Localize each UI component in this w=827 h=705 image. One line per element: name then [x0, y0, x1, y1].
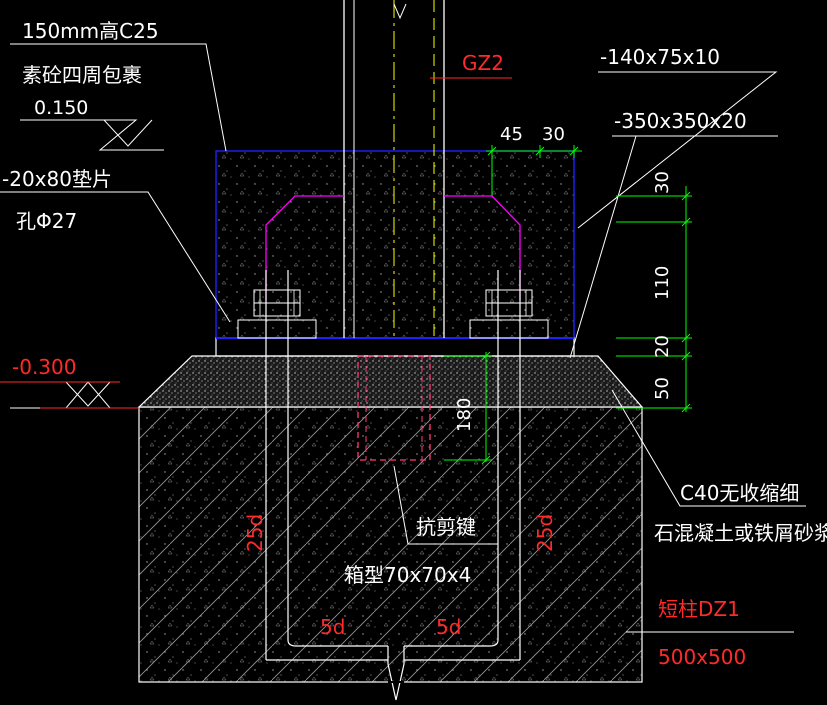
dim-45: 45: [500, 124, 523, 145]
steel-column: [343, 0, 445, 340]
dim-v50: 50: [652, 377, 673, 400]
concrete-pier: [138, 406, 643, 683]
dim-v110: 110: [652, 266, 673, 300]
concrete-encasement: [215, 150, 575, 339]
anchor-len-right-label: 25d: [533, 514, 557, 552]
pier-label-1: 短柱DZ1: [658, 597, 740, 621]
elevation-low: -0.300: [12, 355, 76, 379]
dim-v30: 30: [652, 171, 673, 194]
anchor-bolt-left: [237, 270, 388, 661]
hook-left-label: 5d: [320, 615, 345, 639]
dim-v20: 20: [652, 335, 673, 358]
elev-marker-low: [65, 381, 111, 407]
hook-right-label: 5d: [436, 615, 461, 639]
grout-label-1: C40无收缩细: [680, 481, 799, 505]
elev-marker-top: [103, 119, 153, 147]
pier-label-2: 500x500: [658, 645, 746, 669]
stiffener-plates: [265, 195, 521, 300]
shear-key-label: 抗剪键: [416, 515, 476, 539]
stiffener-label: -140x75x10: [600, 45, 720, 69]
encase-label-2: 素砼四周包裹: [22, 63, 142, 87]
elevation-top: 0.150: [34, 97, 88, 119]
anchor-bolt-right: [404, 270, 549, 661]
encase-label-1: 150mm高C25: [22, 19, 159, 43]
grout-label-2: 石混凝土或铁屑砂浆: [654, 521, 827, 545]
dim-v180: 180: [454, 398, 475, 432]
shim-label-2: 孔Φ27: [16, 209, 77, 233]
dimension-lines: [444, 145, 692, 465]
shim-label-1: -20x80垫片: [2, 167, 112, 191]
base-plate-label: -350x350x20: [614, 109, 747, 133]
grout-layer: [137, 355, 644, 408]
box-section-label: 箱型70x70x4: [344, 563, 471, 587]
break-line: [387, 646, 405, 701]
dim-30-top: 30: [542, 124, 565, 145]
anchor-len-left-label: 25d: [243, 514, 267, 552]
shear-key: [357, 355, 431, 461]
column-id-label: GZ2: [462, 51, 504, 75]
